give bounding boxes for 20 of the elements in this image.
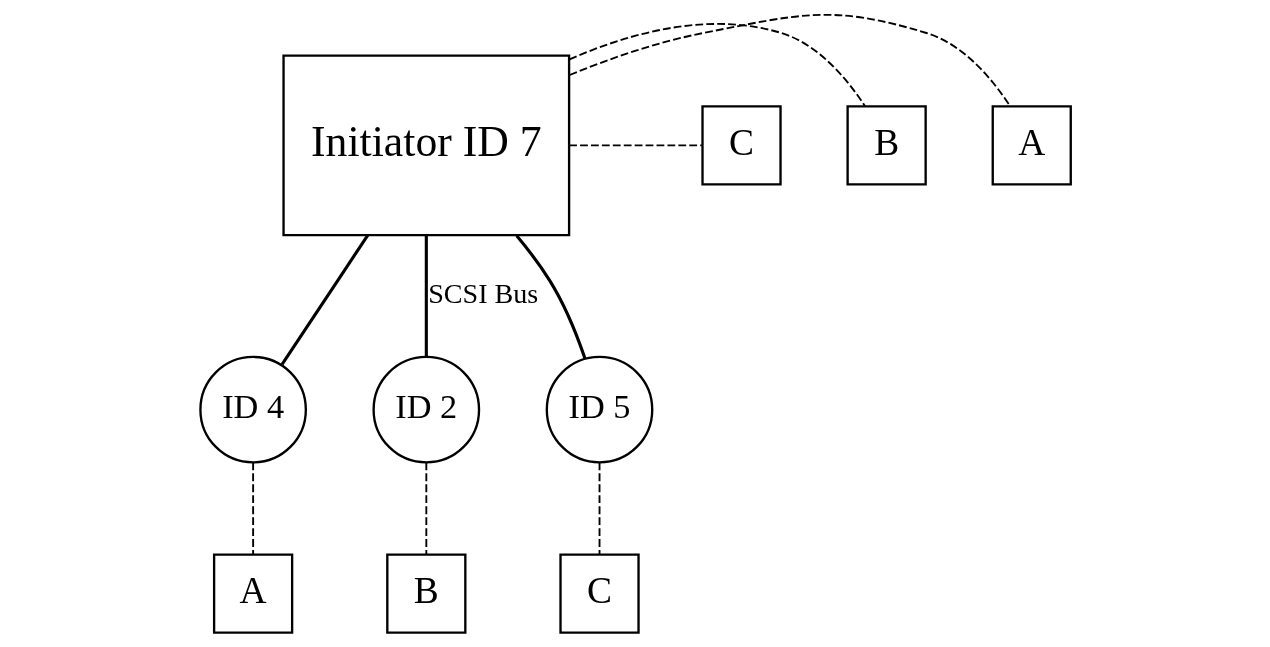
node-box: B [385, 553, 466, 634]
connector [568, 13, 1011, 108]
node-box: A [212, 553, 293, 634]
connector [424, 235, 428, 357]
node-box: A [991, 105, 1072, 186]
connector [251, 461, 254, 556]
connector [568, 23, 866, 108]
connector [515, 234, 587, 360]
node-box: B [845, 105, 927, 186]
edge-label: SCSI Bus [427, 277, 538, 309]
node-circle: ID 2 [371, 355, 480, 464]
connector [567, 144, 703, 147]
node-box: C [558, 553, 640, 634]
connector [424, 461, 427, 556]
connector [598, 461, 600, 556]
node-circle: ID 5 [545, 355, 653, 464]
node-circle: ID 4 [198, 355, 307, 464]
connector [280, 234, 369, 366]
node-box: C [700, 105, 782, 186]
node-box: Initiator ID 7 [281, 54, 570, 237]
